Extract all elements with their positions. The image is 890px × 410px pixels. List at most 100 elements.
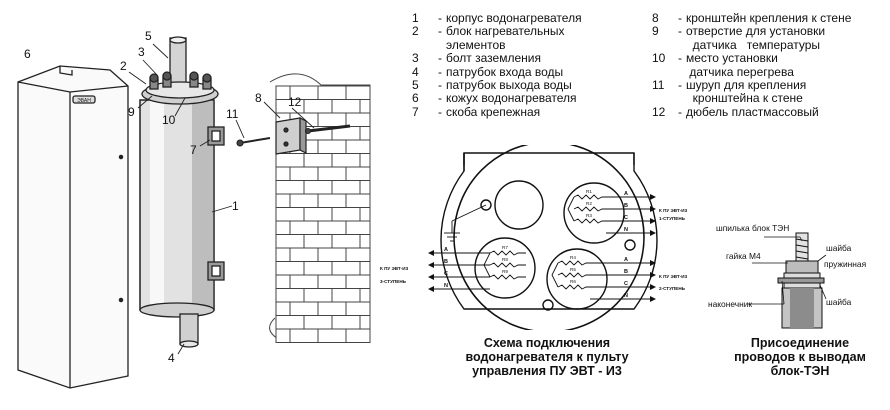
legend-text: болт заземления: [446, 51, 541, 66]
legend-dash: -: [438, 64, 442, 79]
legend-dash: -: [438, 11, 442, 25]
legend-number: 11: [652, 78, 665, 93]
brick: [359, 315, 371, 330]
legend-item: 9-отверстие для установки датчика темпер…: [652, 25, 851, 52]
legend-item: 2-блок нагревательных элементов: [412, 25, 582, 52]
brick: [359, 288, 371, 303]
scheme-caption: Схема подключения водонагревателя к пуль…: [465, 336, 629, 378]
r5: R5: [570, 267, 576, 272]
legend-number: 10: [652, 51, 666, 66]
brick: [289, 220, 319, 235]
brick: [317, 274, 347, 289]
block-left: [474, 237, 536, 299]
wiring-scheme: A B C N A B C N A B C N R1 R2 R3 R7 R8 R…: [380, 145, 688, 330]
brick: [289, 274, 319, 289]
brick: [317, 328, 347, 343]
legend-item: 1-корпус водонагревателя: [412, 11, 582, 25]
legend-number: 9: [652, 24, 659, 39]
heater-body: [139, 36, 225, 348]
legend-text: шуруп для крепления кронштейна к стене: [686, 78, 807, 106]
callout-labels: 5 3 2 6 9 10 7 1 4 11 8 12: [24, 29, 302, 365]
legend-dash: -: [678, 78, 682, 93]
r2: R2: [586, 201, 592, 206]
terminal-detail: шпилька блок ТЭН гайка М4 шайба пружинна…: [708, 223, 866, 329]
term-left-b: B: [444, 259, 448, 265]
block-bottom: [546, 248, 608, 310]
label-lug: наконечник: [708, 299, 752, 309]
r4: R4: [570, 255, 576, 260]
term-bot-c: C: [624, 281, 628, 287]
brick: [331, 99, 361, 114]
label-left-1: К ПУ ЭВТ-И3: [380, 266, 409, 271]
label-bot-2: 2-СТУПЕНЬ: [659, 286, 686, 291]
term-left-n: N: [444, 283, 448, 289]
brick: [345, 85, 371, 100]
callout-4: 4: [168, 351, 175, 365]
callout-5: 5: [145, 29, 152, 43]
callout-11: 11: [226, 107, 239, 121]
legend-text: патрубок выхода воды: [446, 78, 572, 93]
brick: [317, 139, 347, 154]
brick: [275, 153, 305, 168]
legend-number: 12: [652, 104, 666, 119]
callout-7: 7: [190, 143, 197, 157]
legend-item: 6-кожух водонагревателя: [412, 91, 582, 106]
brick: [345, 274, 371, 289]
legend-number: 4: [412, 64, 419, 79]
legend-item: 8-кронштейн крепления к стене: [652, 11, 851, 25]
brick: [345, 139, 371, 154]
leader-lines: [128, 43, 315, 355]
brick: [359, 99, 371, 114]
legend-item: 11-шуруп для крепления кронштейна к стен…: [652, 78, 851, 106]
brick: [289, 247, 319, 262]
label-left-2: 3-СТУПЕНЬ: [380, 279, 407, 284]
wall-bracket: [275, 117, 307, 155]
legend-dash: -: [678, 24, 682, 39]
legend-item: 5-патрубок выхода воды: [412, 78, 582, 93]
term-top-c: C: [624, 215, 628, 221]
callout-8: 8: [255, 91, 262, 105]
label-stud: шпилька блок ТЭН: [716, 223, 789, 233]
heater-drawing: ЭВАН: [17, 29, 371, 389]
brick: [345, 301, 371, 316]
brick: [359, 180, 371, 195]
brick: [303, 234, 333, 249]
brick: [289, 328, 319, 343]
legend-number: 7: [412, 104, 419, 119]
brick: [345, 193, 371, 208]
brick: [303, 153, 333, 168]
brick: [303, 99, 333, 114]
brick: [359, 153, 371, 168]
brick: [289, 193, 319, 208]
legend-dash: -: [438, 51, 442, 66]
callout-12: 12: [288, 95, 302, 109]
r1: R1: [586, 189, 592, 194]
legend-dash: -: [438, 104, 442, 119]
brick: [289, 301, 319, 316]
brick: [289, 166, 319, 181]
brick: [359, 234, 371, 249]
legend-dash: -: [678, 11, 682, 25]
legend-dash: -: [438, 78, 442, 93]
screw: [236, 137, 271, 147]
brick: [303, 288, 333, 303]
r9: R9: [502, 269, 508, 274]
callout-6: 6: [24, 47, 31, 61]
dowel: [304, 124, 351, 135]
r7: R7: [502, 245, 508, 250]
term-top-a: A: [624, 191, 628, 197]
brick: [317, 301, 347, 316]
legend-text: кожух водонагревателя: [446, 91, 577, 106]
legend-text: корпус водонагревателя: [446, 11, 582, 25]
brick: [359, 261, 371, 276]
brick: [275, 261, 305, 276]
brick: [359, 126, 371, 141]
r3: R3: [586, 213, 592, 218]
legend-number: 3: [412, 51, 419, 66]
brick: [345, 220, 371, 235]
legend-number: 8: [652, 11, 659, 25]
label-spring-washer-2: пружинная: [824, 259, 866, 269]
legend-dash: -: [438, 24, 442, 39]
legend-item: 7-скоба крепежная: [412, 104, 582, 119]
brick: [331, 180, 361, 195]
